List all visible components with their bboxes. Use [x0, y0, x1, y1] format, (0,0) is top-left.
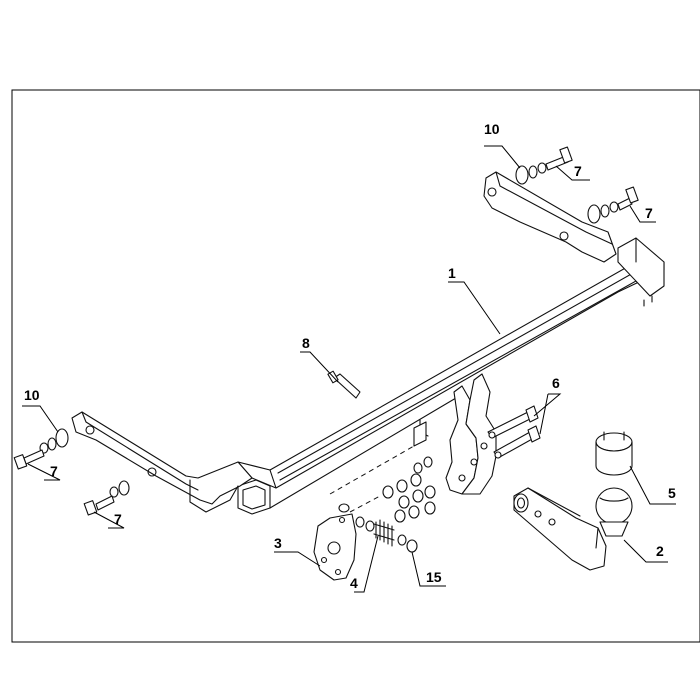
diagram-frame: [11, 89, 700, 643]
part-label-10-left: 10: [24, 387, 40, 403]
right-side-bracket: [483, 171, 617, 263]
part-label-7-top-a: 7: [574, 163, 582, 179]
assembly-line: [349, 495, 381, 513]
ball-cover-cap: [595, 431, 633, 476]
part-label-4: 4: [350, 575, 358, 591]
bolt-8: [327, 370, 361, 399]
top-fasteners-b: [587, 186, 639, 224]
part-label-3: 3: [274, 535, 282, 551]
left-fasteners-b: [83, 480, 130, 516]
part-label-8: 8: [302, 335, 310, 351]
left-side-bracket: [71, 411, 253, 513]
ball-mount-plate: [445, 373, 497, 495]
top-fasteners-a: [515, 146, 573, 185]
part-label-7-left-b: 7: [114, 511, 122, 527]
part-label-7-left-a: 7: [50, 463, 58, 479]
part-label-15: 15: [426, 569, 442, 585]
assembly-line: [329, 445, 415, 495]
part-label-7-top-b: 7: [645, 205, 653, 221]
spring-and-nut: [355, 516, 418, 553]
nuts-and-washers: [382, 456, 436, 523]
leader-lines: [22, 145, 676, 593]
socket-bracket: [313, 503, 357, 581]
mount-bolts: [487, 405, 541, 459]
part-label-1: 1: [448, 265, 456, 281]
part-label-5: 5: [668, 485, 676, 501]
cross-beam: [237, 237, 665, 515]
part-label-2: 2: [656, 543, 664, 559]
part-label-10-top: 10: [484, 121, 500, 137]
tow-ball-arm: [513, 487, 633, 571]
left-fasteners-a: [13, 428, 69, 470]
part-label-6: 6: [552, 375, 560, 391]
